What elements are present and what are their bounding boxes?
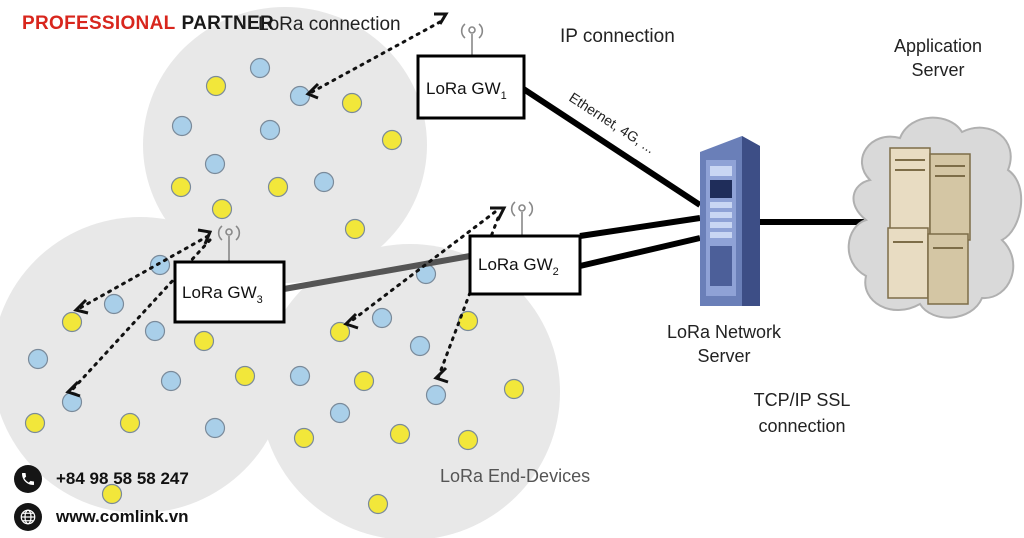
end-device-dot <box>457 310 479 332</box>
end-device-dot <box>234 365 256 387</box>
end-device-dot <box>329 321 351 343</box>
end-device-dot <box>119 412 141 434</box>
svg-text:LoRa GW3: LoRa GW3 <box>182 283 263 306</box>
end-device-dot <box>457 429 479 451</box>
svg-text:LoRa GW2: LoRa GW2 <box>478 255 559 278</box>
tcp-ip-ssl-label-line1: TCP/IP SSL <box>754 390 851 410</box>
radio-link <box>310 20 442 94</box>
end-device-dot <box>353 370 375 392</box>
phone-number: +84 98 58 58 247 <box>56 469 189 488</box>
server-rack-icon <box>887 147 971 305</box>
gateway-antennas <box>217 23 534 262</box>
bolt-icon <box>490 206 507 221</box>
end-device-dot <box>313 171 335 193</box>
backhaul-links <box>283 85 890 292</box>
radio-link <box>348 210 497 324</box>
arrowhead-icon <box>65 380 81 398</box>
bolt-icon <box>434 12 449 25</box>
antenna-icon <box>510 201 534 235</box>
end-device-dot <box>329 402 351 424</box>
end-device-dot <box>367 493 389 515</box>
globe-icon <box>14 503 42 531</box>
end-device-dot <box>389 423 411 445</box>
end-device-dot <box>293 427 315 449</box>
tcp-ip-ssl-label-line2: connection <box>758 416 845 436</box>
ip-connection-label: IP connection <box>560 26 675 47</box>
bolt-icon <box>197 228 213 245</box>
end-device-dot <box>101 483 123 505</box>
end-device-dot <box>160 370 182 392</box>
end-device-dot <box>344 218 366 240</box>
end-device-dot <box>259 119 281 141</box>
phone-icon <box>14 465 42 493</box>
end-device-dot <box>103 293 125 315</box>
arrowhead-icon <box>73 298 89 315</box>
end-devices-label: LoRa End-Devices <box>440 466 590 486</box>
end-device-dot <box>61 311 83 333</box>
link-gw2-network-server-b <box>579 235 701 269</box>
end-device-dot <box>24 412 46 434</box>
end-device-dot <box>144 320 166 342</box>
coverage-cell-gw2 <box>260 244 560 538</box>
end-device-dot <box>193 330 215 352</box>
signal-bolt-marks <box>65 12 507 398</box>
lora-connection-label: LoRa connection <box>258 14 401 35</box>
arrowhead-icon <box>433 366 449 384</box>
end-device-dot <box>409 335 431 357</box>
gateway-gw3: LoRa GW3 <box>173 260 286 324</box>
link-gw2-network-server-a <box>579 215 701 239</box>
svg-text:LoRa GW1: LoRa GW1 <box>426 79 507 102</box>
arrowhead-icon <box>343 312 359 330</box>
brand-word-partner: PARTNER <box>181 13 275 34</box>
application-server-label-line1: Application <box>894 36 982 56</box>
website-url: www.comlink.vn <box>56 507 189 526</box>
end-device-dot <box>205 75 227 97</box>
application-server-label-line2: Server <box>911 60 964 80</box>
radio-link <box>78 234 210 310</box>
end-device-dot <box>289 365 311 387</box>
contact-phone[interactable]: +84 98 58 58 247 <box>14 465 189 493</box>
brand-word-professional: PROFESSIONAL <box>22 13 176 34</box>
end-device-dot <box>341 92 363 114</box>
gateway-gw2: LoRa GW2 <box>468 234 582 296</box>
end-device-dot <box>371 307 393 329</box>
antenna-icon <box>217 225 241 262</box>
link-gw3-gw2 <box>283 253 471 292</box>
end-device-dot <box>289 85 311 107</box>
network-server-label-line1: LoRa Network <box>667 322 782 342</box>
network-server-icon <box>700 136 760 306</box>
end-device-dot <box>267 176 289 198</box>
end-device-dot <box>204 417 226 439</box>
contact-website[interactable]: www.comlink.vn <box>14 503 189 531</box>
link-gw1-network-server <box>520 85 702 208</box>
end-device-dot <box>171 115 193 137</box>
end-device-dot <box>381 129 403 151</box>
arrowhead-icon <box>305 82 320 100</box>
end-device-dot <box>27 348 49 370</box>
end-device-dot <box>170 176 192 198</box>
end-device-dot <box>211 198 233 220</box>
gateway-gw1: LoRa GW1 <box>416 54 526 120</box>
end-device-dot <box>503 378 525 400</box>
end-device-dot <box>249 57 271 79</box>
antenna-icon <box>460 23 484 55</box>
end-device-dot <box>425 384 447 406</box>
end-device-dot <box>204 153 226 175</box>
application-server-cloud-icon <box>847 116 1023 319</box>
end-devices <box>24 57 525 515</box>
network-server-label-line2: Server <box>697 346 750 366</box>
